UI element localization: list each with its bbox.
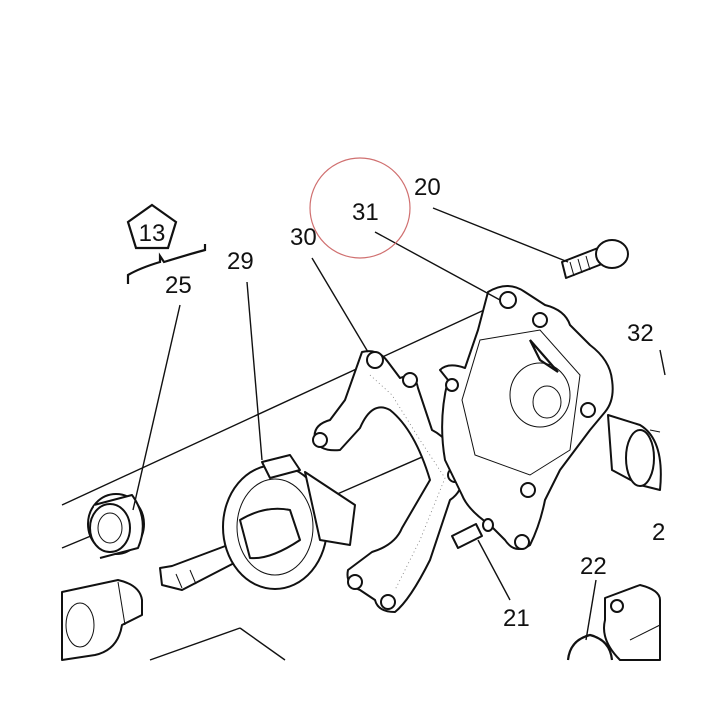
part-30-gasket	[312, 350, 464, 613]
callout-labels: 25 29 30 31 20 32 2 22 21	[165, 174, 665, 632]
callout-25: 25	[165, 272, 192, 299]
callout-2-partial: 2	[652, 519, 665, 546]
callout-22: 22	[580, 553, 607, 580]
part-25-bearing	[87, 493, 145, 559]
part-21-dowel-pin	[451, 518, 494, 549]
group-brace	[126, 244, 207, 284]
part-29-impeller-shaft	[159, 454, 356, 591]
callout-20: 20	[414, 174, 441, 201]
callout-29: 29	[227, 248, 254, 275]
part-32-outlet-fitting	[607, 414, 662, 491]
callout-32: 32	[627, 320, 654, 347]
callout-21: 21	[503, 605, 530, 632]
group-marker-13: 13	[126, 203, 207, 284]
part-31-pump-cover	[439, 285, 614, 550]
part-20-bolt	[561, 239, 629, 279]
callout-30: 30	[290, 224, 317, 251]
highlight-circle	[309, 157, 411, 259]
part-22-o-ring	[566, 584, 661, 661]
callout-31: 31	[352, 199, 379, 226]
group-label-13: 13	[139, 220, 166, 247]
lower-left-housing	[61, 579, 143, 661]
